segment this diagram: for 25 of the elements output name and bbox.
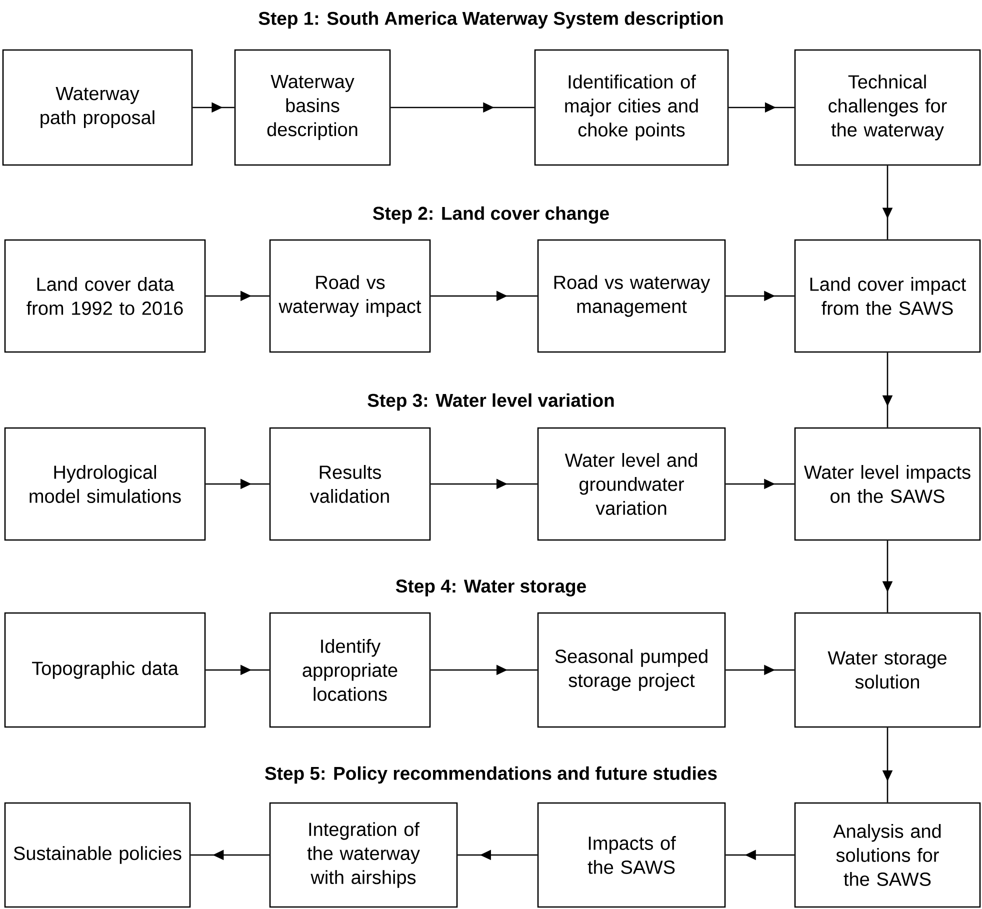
process-box: Waterway basins description (234, 49, 391, 166)
step-heading: Step 1: South America Waterway System description (258, 11, 723, 29)
process-box: Hydrological model simulations (4, 427, 206, 541)
process-box: Water level and groundwater variation (537, 427, 726, 541)
process-box: Impacts of the SAWS (537, 802, 726, 908)
process-box: Results validation (269, 427, 431, 541)
process-box: Sustainable policies (4, 802, 191, 908)
step-heading: Step 2: Land cover change (372, 206, 609, 224)
process-box: Identify appropriate locations (269, 612, 431, 728)
process-box: Technical challenges for the waterway (794, 49, 981, 166)
process-box: Land cover data from 1992 to 2016 (4, 239, 206, 353)
process-box: Integration of the waterway with airships (269, 802, 458, 908)
process-box: Identification of major cities and choke points (534, 49, 729, 166)
process-box: Road vs waterway impact (269, 239, 431, 353)
process-box: Water level impacts on the SAWS (794, 427, 981, 541)
step-heading: Step 5: Policy recommendations and future studies (265, 766, 717, 784)
process-box: Water storage solution (794, 612, 981, 728)
process-box: Topographic data (4, 612, 206, 728)
step-heading: Step 4: Water storage (396, 580, 586, 596)
process-box: Analysis and solutions for the SAWS (794, 802, 981, 908)
process-box: Land cover impact from the SAWS (794, 239, 981, 353)
process-box: Waterway path proposal (2, 49, 193, 166)
process-box: Seasonal pumped storage project (537, 612, 726, 728)
process-box: Road vs waterway management (537, 239, 726, 353)
step-heading: Step 3: Water level variation (368, 393, 614, 411)
